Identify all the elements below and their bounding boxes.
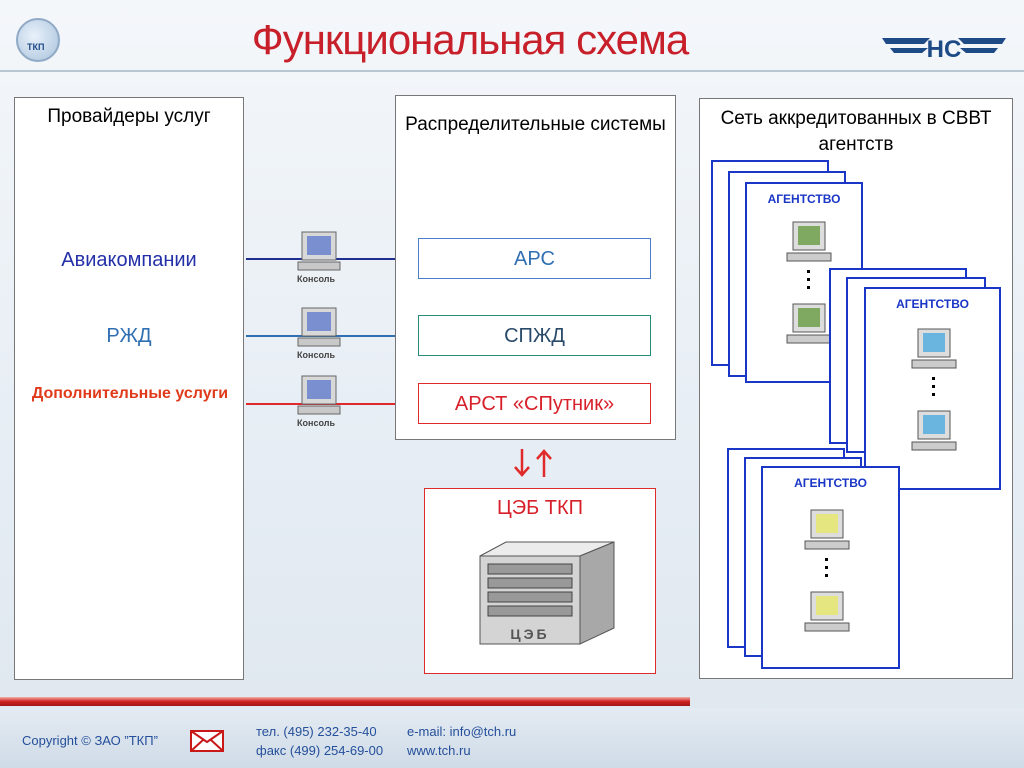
- rzd-wings-logo: НС: [882, 36, 1006, 63]
- footer: [0, 708, 1024, 768]
- ceb-server-label: ЦЭБ: [510, 626, 550, 642]
- ceb-heading: ЦЭБ ТКП: [496, 497, 584, 519]
- page-title: Функциональная схема: [251, 16, 689, 63]
- console-computer-icon: [297, 307, 341, 347]
- console-label: Консоль: [297, 418, 335, 428]
- providers-panel: [14, 97, 244, 680]
- website-link[interactable]: www.tch.ru: [407, 743, 471, 758]
- email-link[interactable]: e-mail: info@tch.ru: [407, 724, 517, 739]
- console-label: Консоль: [297, 274, 335, 284]
- providers-heading: Провайдеры услуг: [47, 106, 211, 127]
- console-computer-icon: [297, 375, 341, 415]
- spzd-system-box: СПЖД: [418, 315, 651, 356]
- agency-label: АГЕНТСТВО: [767, 192, 841, 206]
- agency-computer-icons: [804, 509, 850, 632]
- arst-system-box: АРСТ «СПутник»: [418, 383, 651, 424]
- rzd-label: РЖД: [106, 325, 152, 347]
- fax-text: факс (499) 254-69-00: [256, 743, 384, 758]
- airlines-label: Авиакомпании: [61, 249, 197, 271]
- console-label: Консоль: [297, 350, 335, 360]
- exchange-arrows-icon: [514, 449, 552, 477]
- distribution-heading: Распределительные системы: [405, 114, 666, 135]
- phone-text: тел. (495) 232-35-40: [256, 724, 377, 739]
- agency-card: АГЕНТСТВО: [864, 287, 1001, 490]
- agency-computer-icons: [911, 328, 957, 451]
- extra-services-label: Дополнительные услуги: [31, 385, 229, 402]
- svg-text:НС: НС: [927, 36, 962, 63]
- agency-label: АГЕНТСТВО: [896, 297, 969, 311]
- agency-label: АГЕНТСТВО: [794, 476, 867, 490]
- header-divider: [0, 70, 1024, 72]
- company-logo: ТКП: [16, 18, 60, 62]
- arc-system-box: АРС: [418, 238, 651, 279]
- server-icon: [479, 541, 615, 645]
- footer-red-bar: [0, 697, 690, 706]
- console-computer-icon: [297, 231, 341, 271]
- mail-icon[interactable]: [190, 730, 224, 752]
- copyright-text: Copyright © ЗАО ”ТКП”: [22, 733, 158, 748]
- network-heading: Сеть аккредитованных в СВВТ агентств: [720, 108, 992, 155]
- agency-card: АГЕНТСТВО: [761, 466, 900, 669]
- agency-computer-icons: [786, 221, 832, 344]
